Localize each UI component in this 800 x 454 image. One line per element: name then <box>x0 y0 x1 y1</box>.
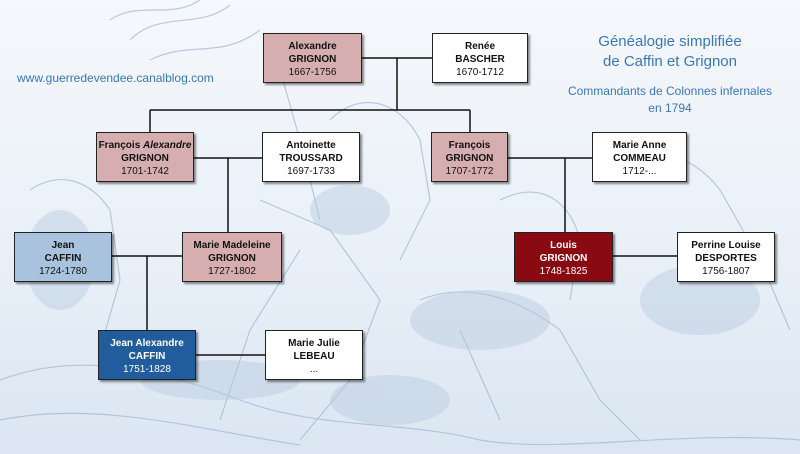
person-marie-julie-lebeau: Marie Julie LEBEAU ... <box>265 330 363 380</box>
person-alexandre-grignon: Alexandre GRIGNON 1667-1756 <box>263 33 362 83</box>
person-marie-madeleine-grignon: Marie Madeleine GRIGNON 1727-1802 <box>182 232 282 282</box>
person-renee-bascher: Renée BASCHER 1670-1712 <box>432 33 528 83</box>
site-url[interactable]: www.guerredevendee.canalblog.com <box>17 71 214 85</box>
person-jean-alexandre-caffin: Jean Alexandre CAFFIN 1751-1828 <box>98 330 196 380</box>
person-jean-caffin: Jean CAFFIN 1724-1780 <box>14 232 112 282</box>
subtitle-line-2: en 1794 <box>648 101 692 115</box>
subtitle-line-1: Commandants de Colonnes infernales <box>567 84 773 98</box>
person-louis-grignon: Louis GRIGNON 1748-1825 <box>514 232 613 282</box>
person-francois-grignon: François GRIGNON 1707-1772 <box>431 132 508 182</box>
title-line-1: Généalogie simplifiée <box>598 33 742 50</box>
person-francois-alexandre-grignon: François Alexandre GRIGNON 1701-1742 <box>96 132 194 182</box>
person-perrine-louise-desportes: Perrine Louise DESPORTES 1756-1807 <box>677 232 775 282</box>
person-marie-anne-commeau: Marie Anne COMMEAU 1712-... <box>592 132 687 182</box>
title-line-2: de Caffin et Grignon <box>603 53 737 70</box>
person-antoinette-troussard: Antoinette TROUSSARD 1697-1733 <box>262 132 360 182</box>
